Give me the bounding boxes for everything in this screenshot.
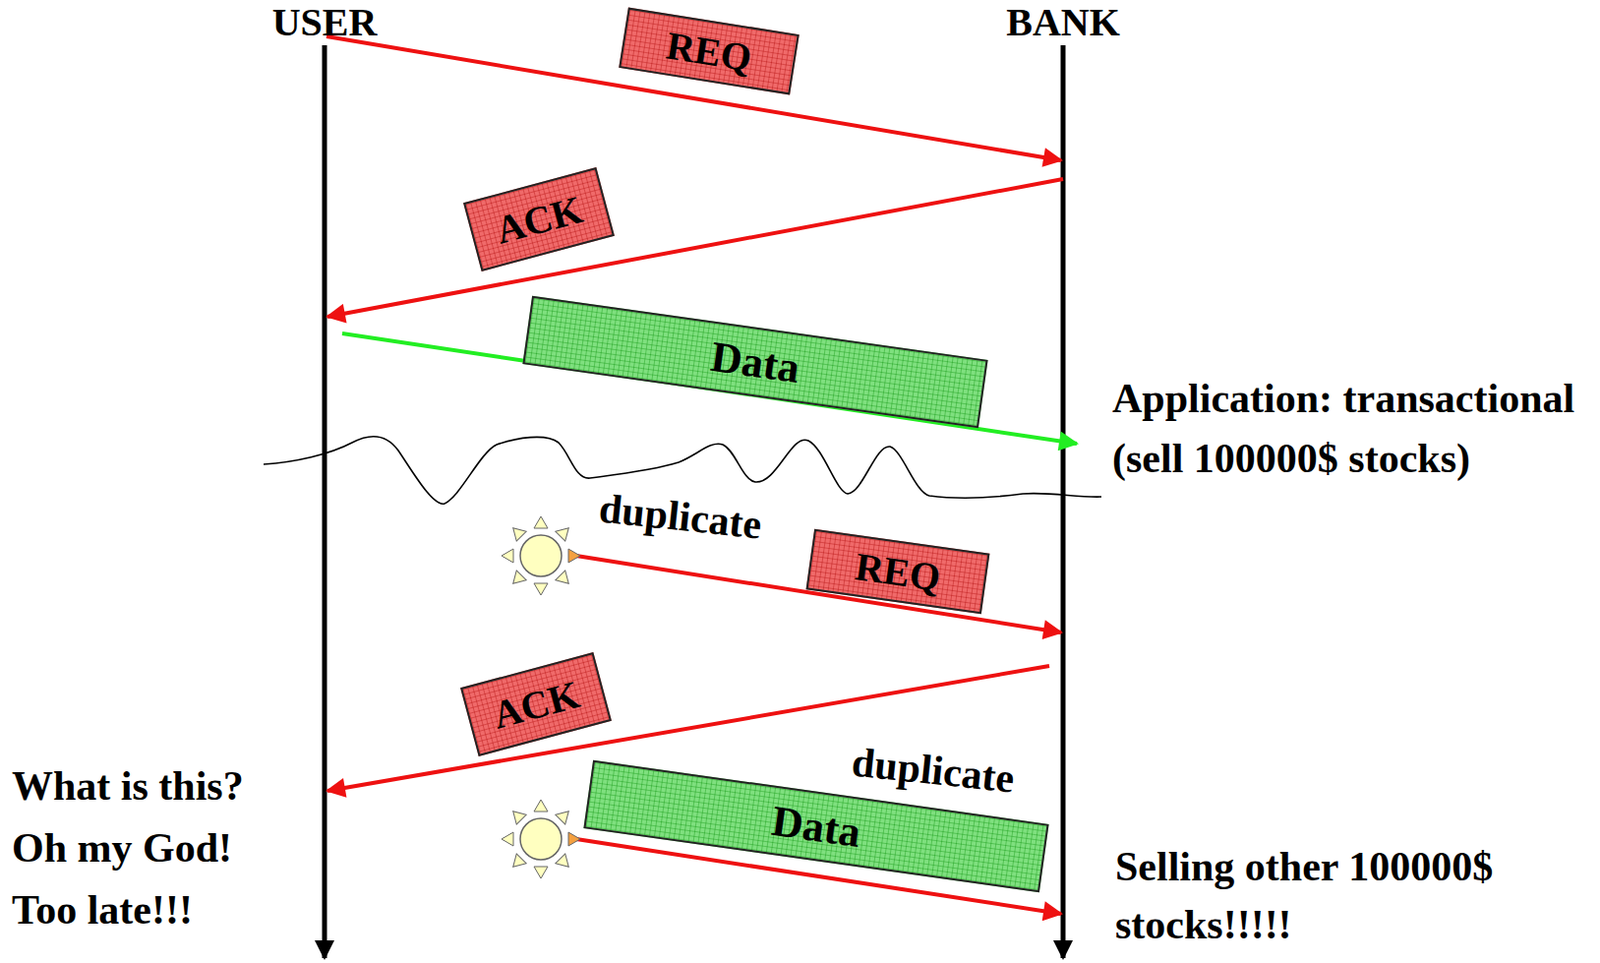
lifeline-title: BANK xyxy=(1006,0,1121,46)
message-label: REQ xyxy=(663,21,756,81)
duplicate-tag: duplicate xyxy=(849,737,1017,802)
request-box: REQ xyxy=(618,7,800,96)
sun-icon xyxy=(501,799,581,879)
ack-box: ACK xyxy=(463,167,615,272)
annotation-note: What is this? Oh my God! Too late!!! xyxy=(11,755,278,942)
lifeline-title: USER xyxy=(272,0,378,46)
message-label: Data xyxy=(769,794,865,857)
message-label: REQ xyxy=(852,542,944,601)
sun-icon xyxy=(501,516,581,595)
bank-lifeline xyxy=(1061,45,1067,958)
message-label: Data xyxy=(708,330,804,393)
annotation-note: Application: transactional (sell 100000$… xyxy=(1112,368,1595,489)
request-box: REQ xyxy=(806,529,991,614)
data-box: Data xyxy=(522,296,988,428)
ack-box: ACK xyxy=(460,651,612,757)
message-label: ACK xyxy=(490,185,588,253)
user-lifeline xyxy=(322,45,328,958)
ack-arrow xyxy=(327,178,1064,317)
annotation-note: Selling other 100000$ stocks!!!!! xyxy=(1115,837,1588,954)
duplicate-tag: duplicate xyxy=(596,483,765,548)
message-label: ACK xyxy=(487,670,585,738)
